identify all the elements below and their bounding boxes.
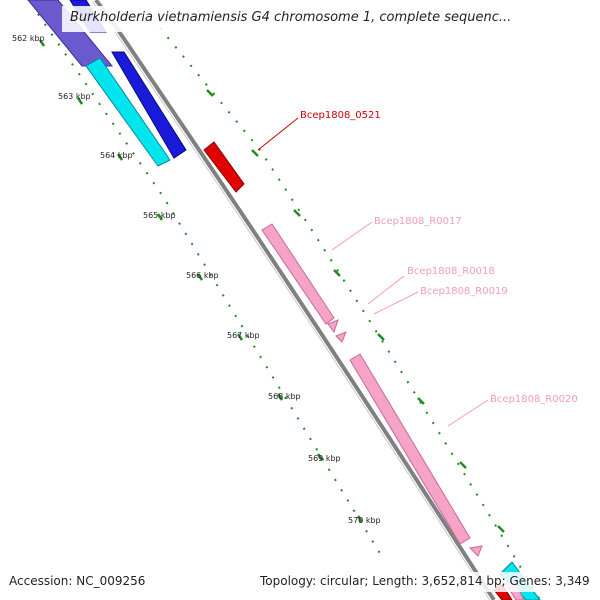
gene-label-bcep1808-r0019[interactable]: Bcep1808_R0019 bbox=[420, 286, 508, 297]
blue-cds-feature[interactable] bbox=[111, 51, 187, 159]
gene-bcep1808-r0019-leader bbox=[373, 291, 419, 315]
gene-bcep1808-r0018-leader bbox=[367, 275, 405, 305]
gene-label-bcep1808-0521[interactable]: Bcep1808_0521 bbox=[300, 110, 381, 121]
tick-label-564: 564 kbp bbox=[100, 151, 133, 160]
tick-label-567: 567 kbp bbox=[227, 331, 260, 340]
gene-bcep1808-r0018[interactable] bbox=[327, 319, 339, 334]
inner-major-ticks bbox=[38, 39, 364, 523]
gene-bcep1808-r0020-leader bbox=[447, 399, 489, 427]
inner-tick-ring bbox=[37, 13, 385, 561]
gene-bcep1808-r0019[interactable] bbox=[335, 331, 347, 343]
tick-label-570: 570 kbp bbox=[348, 516, 381, 525]
outer-major-ticks bbox=[206, 89, 505, 533]
title-background bbox=[62, 6, 542, 32]
tick-label-565: 565 kbp bbox=[143, 211, 176, 220]
genome-summary: Topology: circular; Length: 3,652,814 bp… bbox=[260, 574, 590, 588]
tick-label-563: 563 kbp bbox=[58, 92, 91, 101]
tick-label-562: 562 kbp bbox=[12, 34, 45, 43]
tick-label-569: 569 kbp bbox=[308, 454, 341, 463]
lavender-cds-feature[interactable] bbox=[27, 0, 114, 67]
gene-bcep1808-0521-leader bbox=[257, 117, 299, 151]
gene-label-bcep1808-r0018[interactable]: Bcep1808_R0018 bbox=[407, 266, 495, 277]
genome-backbone bbox=[94, 0, 496, 600]
gene-bcep1808-r0020-arrowhead bbox=[468, 545, 483, 557]
accession-label: Accession: NC_009256 bbox=[9, 574, 146, 588]
tick-label-568: 568 kbp bbox=[268, 392, 301, 401]
gene-bcep1808-r0017[interactable] bbox=[261, 223, 335, 325]
outer-tick-ring bbox=[159, 27, 541, 600]
gene-label-bcep1808-r0020[interactable]: Bcep1808_R0020 bbox=[490, 394, 578, 405]
accession-background bbox=[4, 572, 154, 592]
gene-bcep1808-r0020[interactable] bbox=[349, 353, 471, 545]
tick-label-566: 566 kbp bbox=[186, 271, 219, 280]
gene-bcep1808-0521[interactable] bbox=[203, 141, 245, 193]
cyan-feature[interactable] bbox=[85, 57, 171, 167]
genome-backbone-highlight bbox=[92, 1, 491, 600]
map-title: Burkholderia vietnamiensis G4 chromosome… bbox=[70, 10, 512, 25]
summary-background bbox=[254, 572, 596, 592]
gene-bcep1808-r0017-leader bbox=[331, 221, 373, 251]
gene-label-bcep1808-r0017[interactable]: Bcep1808_R0017 bbox=[374, 216, 462, 227]
